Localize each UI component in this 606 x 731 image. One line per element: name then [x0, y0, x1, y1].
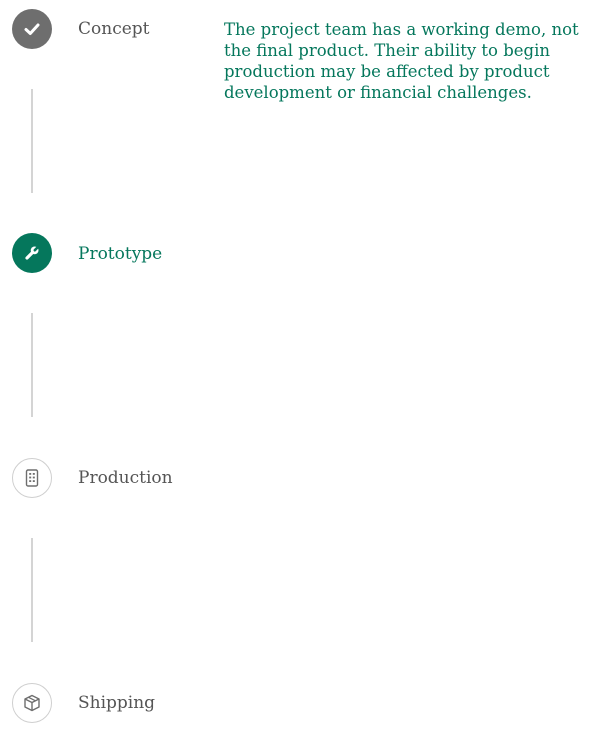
- package-icon: [12, 683, 52, 723]
- step-label-prototype: Prototype: [78, 244, 163, 264]
- package-glyph: [24, 694, 40, 712]
- step-label-shipping: Shipping: [78, 693, 156, 713]
- timeline-connector: [31, 89, 33, 193]
- stage-description: The project team has a working demo, not…: [224, 20, 579, 102]
- wrench-icon: [12, 233, 52, 273]
- timeline-connector: [31, 538, 33, 642]
- step-label-concept: Concept: [78, 19, 150, 39]
- building-glyph: [25, 469, 39, 487]
- step-label-production: Production: [78, 468, 173, 488]
- checkmark-icon: [12, 9, 52, 49]
- checkmark-glyph: [24, 23, 40, 35]
- timeline-connector: [31, 313, 33, 417]
- building-icon: [12, 458, 52, 498]
- wrench-glyph: [25, 244, 41, 260]
